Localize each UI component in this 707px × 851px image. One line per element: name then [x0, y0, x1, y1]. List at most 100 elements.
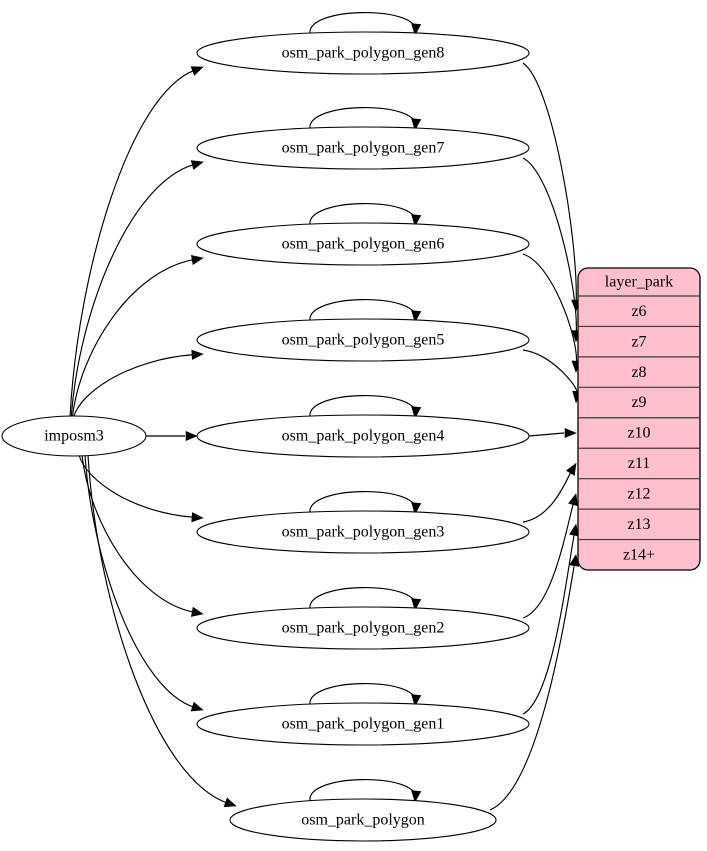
node-ellipse [196, 702, 530, 746]
edge-node-to-table-row [522, 534, 575, 715]
node-label: osm_park_polygon_gen3 [282, 524, 445, 541]
edge-arrowhead [223, 797, 237, 808]
node-t_gen6[interactable]: osm_park_polygon_gen6 [196, 222, 530, 266]
edge-arrowhead [190, 160, 204, 170]
self-loop-edge [309, 779, 416, 802]
node-ellipse [196, 414, 530, 458]
table-row[interactable]: z9 [578, 386, 700, 411]
table-row[interactable]: z13 [578, 508, 700, 533]
node-ellipse [196, 126, 530, 170]
node-label: osm_park_polygon_gen5 [282, 332, 445, 349]
edge-arrowhead [190, 701, 204, 712]
node-ellipse [1, 415, 147, 457]
edge-imposm3-to-node [73, 354, 195, 418]
node-t_gen1[interactable]: osm_park_polygon_gen1 [196, 702, 530, 746]
nodes-layer: imposm3 osm_park_polygon_gen8 osm_park_pol… [1, 31, 530, 842]
edge-imposm3-to-node [84, 454, 195, 708]
node-label: osm_park_polygon_gen8 [282, 45, 445, 62]
table-row-label: z14+ [623, 546, 655, 563]
self-loop-arrowhead [411, 118, 422, 131]
edge-node-to-table-row [489, 564, 575, 811]
layer-park-table[interactable]: layer_park z6 z7 z8 z9 z10 z11 z12 z13 z14+ [577, 267, 701, 571]
edge-imposm3-to-node [71, 259, 195, 418]
self-loop-arrowhead [411, 406, 422, 419]
table-body [577, 267, 701, 571]
node-label: osm_park_polygon [301, 812, 425, 829]
table-row[interactable]: z7 [578, 325, 700, 350]
edge-node-to-table-row [522, 253, 578, 363]
node-t_gen4[interactable]: osm_park_polygon_gen4 [196, 414, 530, 458]
edge-arrowhead [569, 523, 579, 537]
edge-arrowhead [185, 430, 198, 442]
table-row[interactable]: z11 [578, 447, 700, 472]
table-row-label: z12 [627, 486, 650, 503]
node-label: osm_park_polygon_gen2 [282, 620, 445, 637]
self-loop-edge [309, 395, 416, 418]
table-row[interactable]: z6 [578, 295, 700, 320]
edge-arrowhead [565, 462, 577, 476]
self-loop-arrowhead [411, 310, 422, 323]
node-t_gen5[interactable]: osm_park_polygon_gen5 [196, 318, 530, 362]
edge-node-to-table-row [528, 432, 565, 437]
table-row-label: z8 [631, 364, 646, 381]
node-ellipse [196, 318, 530, 362]
table-row[interactable]: z14+ [578, 538, 700, 564]
node-imposm3[interactable]: imposm3 [1, 415, 147, 457]
edge-imposm3-to-node [81, 454, 195, 613]
node-t_base[interactable]: osm_park_polygon [229, 798, 497, 842]
edge-arrowhead [190, 66, 204, 76]
node-t_gen2[interactable]: osm_park_polygon_gen2 [196, 606, 530, 650]
edge-imposm3-to-node [78, 454, 195, 518]
edge-arrowhead [569, 554, 580, 567]
table-row-label: z11 [628, 455, 651, 472]
table-row[interactable]: z8 [578, 356, 700, 381]
self-loop-edge [309, 107, 416, 130]
table-row-label: z9 [631, 394, 646, 411]
edge-imposm3-to-node [87, 454, 228, 804]
node-t_gen7[interactable]: osm_park_polygon_gen7 [196, 126, 530, 170]
self-loop-edge [309, 299, 416, 322]
self-loop-edges-layer [309, 12, 422, 803]
edge-node-to-table-row [522, 62, 577, 302]
node-t_gen3[interactable]: osm_park_polygon_gen3 [196, 510, 530, 554]
node-label: osm_park_polygon_gen7 [282, 140, 445, 157]
node-label: osm_park_polygon_gen4 [282, 428, 445, 445]
edge-arrowhead [564, 427, 577, 439]
node-ellipse [196, 606, 530, 650]
edge-node-to-table-row [522, 157, 577, 332]
edge-arrowhead [190, 606, 204, 617]
self-loop-edge [309, 683, 416, 706]
self-loop-arrowhead [411, 23, 422, 36]
table-row[interactable]: z10 [578, 417, 700, 442]
edge-arrowhead [568, 493, 578, 507]
edge-arrowhead [191, 349, 204, 360]
edge-imposm3-to-node [70, 163, 195, 418]
node-ellipse [196, 31, 530, 75]
table-row-label: z7 [631, 333, 646, 350]
node-label: imposm3 [44, 428, 104, 445]
table-header-label: layer_park [605, 274, 673, 291]
node-ellipse [229, 798, 497, 842]
edge-node-to-table-row [522, 349, 578, 393]
node-ellipse [196, 510, 530, 554]
self-loop-arrowhead [411, 598, 422, 611]
self-loop-arrowhead [411, 502, 422, 515]
edge-imposm3-to-node [69, 69, 195, 418]
layer-park-table-shape[interactable]: layer_park [577, 267, 701, 571]
edges-layer [69, 62, 583, 811]
self-loop-arrowhead [411, 790, 422, 803]
self-loop-arrowhead [411, 214, 422, 227]
table-row-label: z13 [627, 516, 650, 533]
edge-node-to-table-row [522, 503, 574, 619]
edge-node-to-table-row [522, 471, 572, 523]
table-row[interactable]: z12 [578, 478, 700, 503]
node-label: osm_park_polygon_gen1 [282, 716, 445, 733]
self-loop-edge [309, 491, 416, 514]
self-loop-arrowhead [411, 694, 422, 707]
node-t_gen8[interactable]: osm_park_polygon_gen8 [196, 31, 530, 75]
edge-arrowhead [191, 512, 204, 523]
self-loop-edge [309, 203, 416, 226]
table-row-label: z10 [627, 425, 650, 442]
